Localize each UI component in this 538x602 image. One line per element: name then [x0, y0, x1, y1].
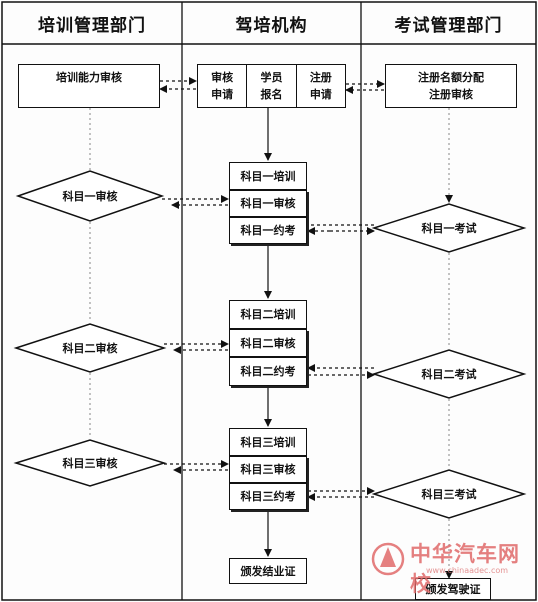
- box-top-row: 审核 申请 学员 报名 注册 申请: [197, 64, 346, 108]
- watermark-text: 中华汽车网校: [410, 542, 520, 596]
- box-subject1-review: 科目一审核: [229, 190, 307, 217]
- diamond-subject1-review: [15, 170, 165, 222]
- box-subject3-training: 科目三培训: [229, 428, 307, 456]
- diamond-subject2-exam: [371, 349, 527, 399]
- box-graduation-certificate: 颁发结业证: [229, 558, 307, 584]
- text-register-apply-1: 注册: [309, 71, 332, 84]
- cell-register-apply: 注册 申请: [297, 65, 345, 107]
- text-register-apply-2: 申请: [309, 88, 332, 101]
- box-subject2-booking: 科目二约考: [229, 357, 307, 386]
- diamond-subject2-review: [13, 323, 167, 373]
- box-driver-license: 颁发驾驶证: [415, 578, 491, 600]
- cell-student-signup: 学员 报名: [247, 65, 297, 107]
- box-subject2-training: 科目二培训: [229, 300, 307, 329]
- box-subject3-booking: 科目三约考: [229, 483, 307, 510]
- box-quota-allocation: 注册名额分配 注册审核: [385, 64, 517, 108]
- header-training-dept: 培训管理部门: [38, 15, 146, 36]
- box-subject1-booking: 科目一约考: [229, 217, 307, 244]
- box-subject1-training: 科目一培训: [229, 162, 307, 190]
- cell-review-apply: 审核 申请: [198, 65, 248, 107]
- text-student-signup-2: 报名: [260, 88, 283, 101]
- header-driving-school: 驾培机构: [235, 15, 308, 36]
- text-review-apply-1: 审核: [211, 71, 234, 84]
- header-exam-dept: 考试管理部门: [394, 15, 503, 36]
- watermark-logo-icon: [371, 542, 405, 576]
- text-student-signup-1: 学员: [260, 71, 283, 84]
- box-subject3-review: 科目三审核: [229, 456, 307, 483]
- text-review-apply-2: 申请: [211, 88, 234, 101]
- text-quota-2: 注册审核: [429, 88, 473, 101]
- text-quota-1: 注册名额分配: [418, 71, 484, 84]
- diamond-subject3-review: [13, 439, 167, 487]
- box-capability-review: 培训能力审核: [18, 64, 160, 108]
- diamond-subject1-exam: [371, 203, 527, 253]
- box-subject2-review: 科目二审核: [229, 329, 307, 357]
- diamond-subject3-exam: [371, 469, 527, 519]
- watermark-url: www.chinaadec.com: [426, 566, 509, 575]
